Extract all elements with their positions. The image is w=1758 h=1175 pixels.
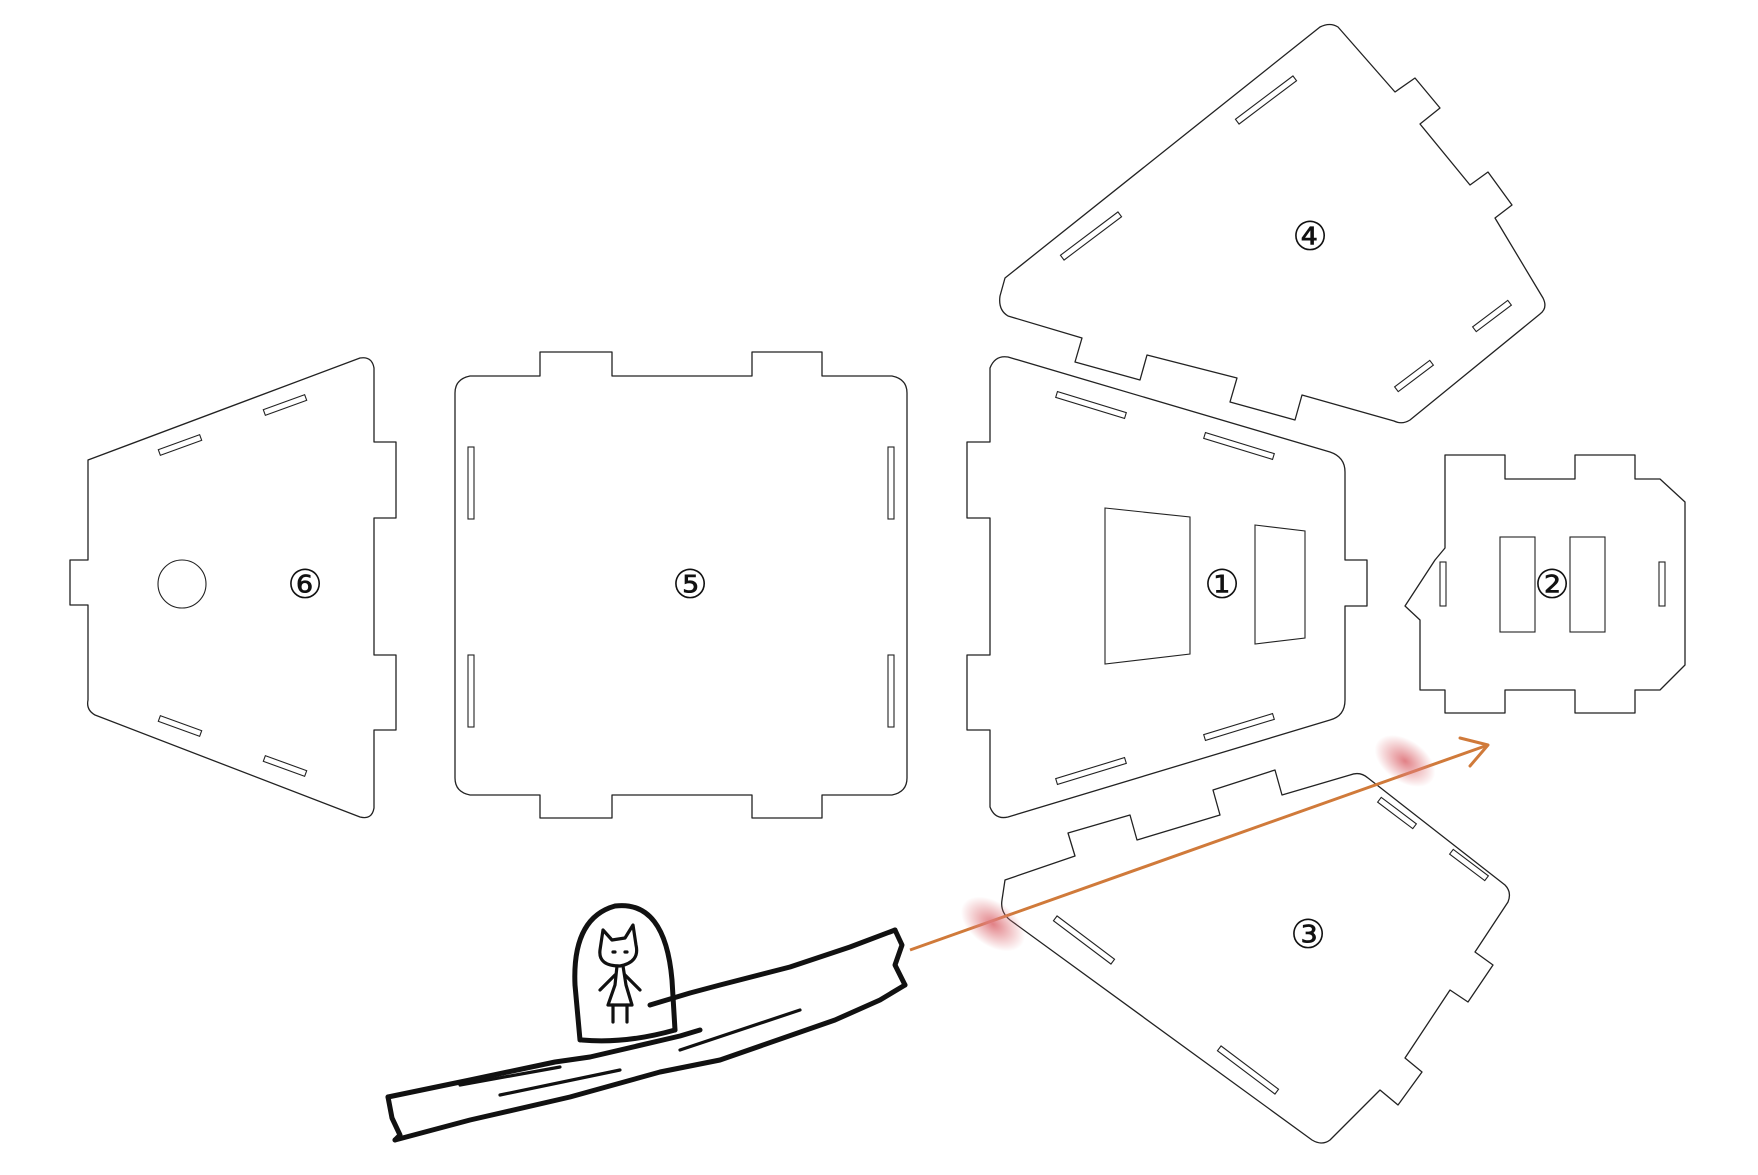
slot bbox=[1055, 756, 1127, 786]
slot bbox=[1216, 1045, 1280, 1095]
part-label-4: ④ bbox=[1292, 214, 1328, 260]
part-2: ② bbox=[1404, 454, 1686, 714]
highlight-marker bbox=[1374, 734, 1436, 788]
part-label-5: ⑤ bbox=[672, 562, 708, 608]
part-label-2: ② bbox=[1534, 562, 1570, 608]
slot bbox=[1203, 431, 1275, 461]
part-label-3: ③ bbox=[1290, 912, 1326, 958]
window-right bbox=[1569, 536, 1606, 633]
cat-figure-sketch bbox=[572, 903, 678, 1044]
slot bbox=[262, 754, 308, 778]
slot bbox=[1203, 712, 1275, 742]
slot bbox=[1376, 796, 1418, 830]
window-small bbox=[1254, 524, 1306, 645]
slot bbox=[467, 654, 475, 728]
slot bbox=[1658, 561, 1666, 607]
slot bbox=[887, 446, 895, 520]
slot bbox=[157, 433, 203, 457]
slot bbox=[1234, 75, 1298, 125]
slot bbox=[157, 714, 203, 738]
wooden-plank-sketch bbox=[385, 927, 908, 1143]
highlight-marker bbox=[960, 896, 1026, 952]
slot bbox=[1471, 299, 1513, 333]
part-5: ⑤ bbox=[454, 351, 908, 819]
slot bbox=[1059, 211, 1123, 261]
window-left bbox=[1499, 536, 1536, 633]
slot bbox=[887, 654, 895, 728]
part-6: ⑥ bbox=[69, 357, 397, 819]
slot bbox=[1055, 390, 1127, 420]
part-1: ① bbox=[966, 356, 1368, 819]
slot bbox=[467, 446, 475, 520]
window-large bbox=[1104, 507, 1191, 665]
slot bbox=[1393, 359, 1435, 393]
slot bbox=[1448, 848, 1490, 882]
slot bbox=[1052, 915, 1116, 965]
part-4: ④ bbox=[999, 23, 1546, 424]
part-label-1: ① bbox=[1204, 562, 1240, 608]
slot bbox=[1439, 561, 1447, 607]
round-hole bbox=[157, 559, 207, 609]
slot bbox=[262, 393, 308, 417]
part-label-6: ⑥ bbox=[287, 562, 323, 608]
